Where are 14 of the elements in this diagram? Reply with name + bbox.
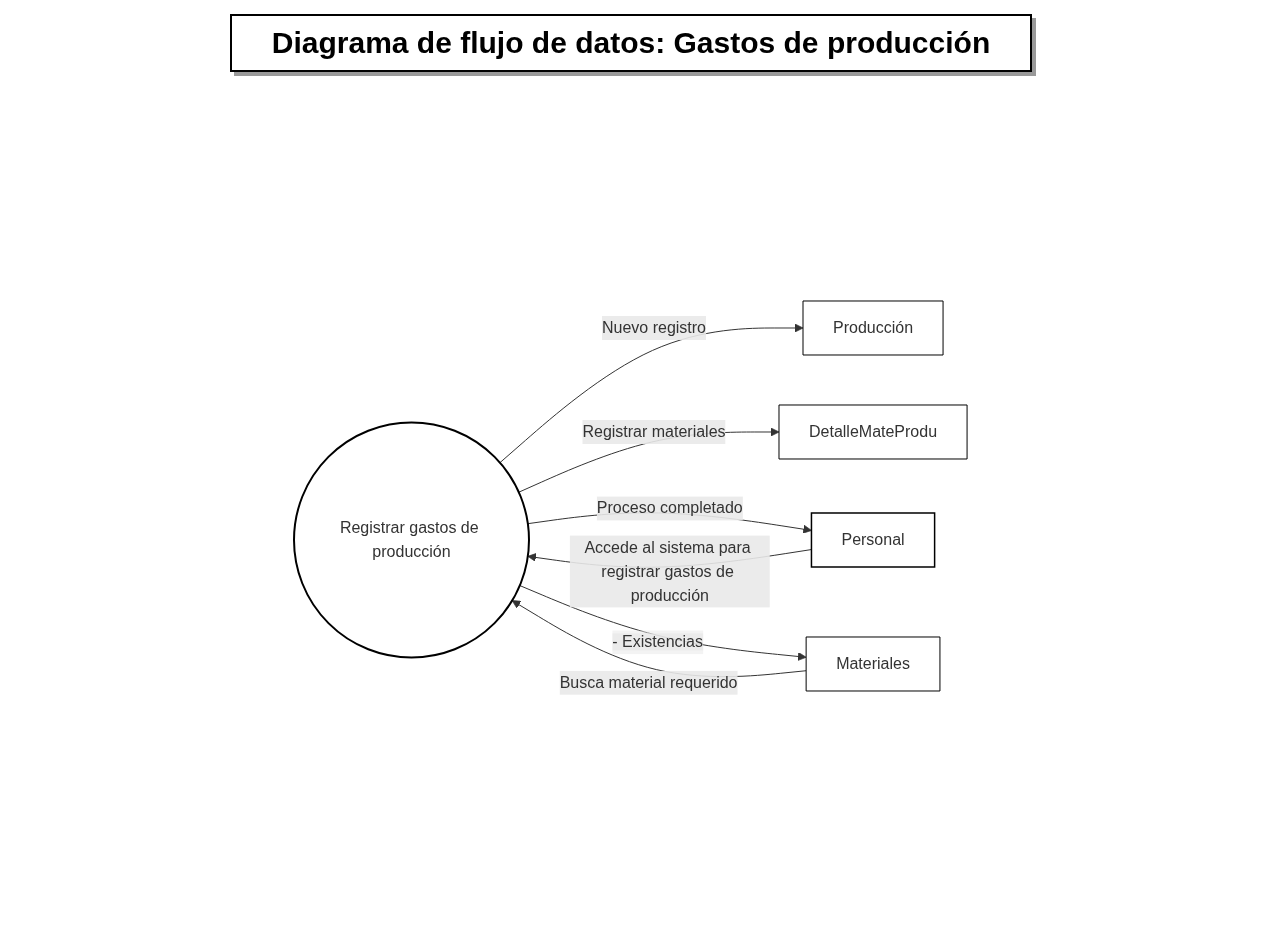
edge-label: Registrar materiales — [582, 423, 727, 441]
arrow — [512, 600, 808, 678]
node-circle: Registrar gastos de producción — [293, 421, 531, 659]
edge-label: - Existencias — [612, 633, 704, 651]
edge-label: Nuevo registro — [602, 319, 707, 337]
arrow — [499, 323, 804, 464]
node-box: Personal — [811, 512, 936, 568]
node-box: DetalleMateProdu — [778, 404, 969, 460]
arrow — [519, 585, 807, 661]
node-box: Materiales — [806, 636, 941, 692]
edge-label: Busca material requerido — [560, 673, 738, 691]
edge-label: Proceso completado — [597, 499, 744, 517]
edge-label: Accede al sistema para registrar gastos de producción — [584, 538, 752, 604]
node-box: Producción — [802, 300, 944, 356]
